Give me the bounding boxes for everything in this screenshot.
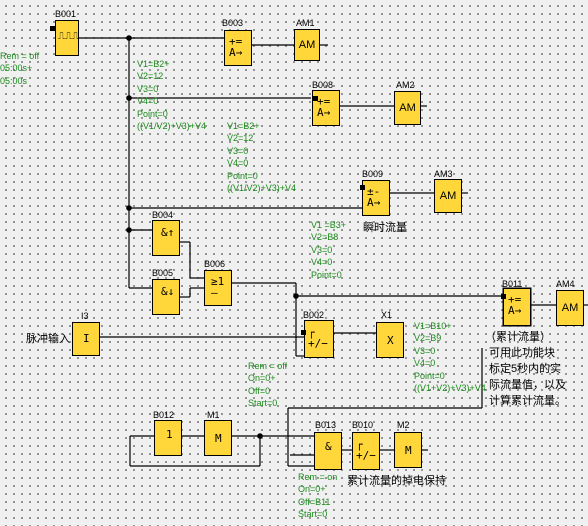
b008-label: B008 bbox=[312, 80, 334, 90]
b002-symbol: ┌ +/− bbox=[308, 326, 328, 350]
b008-params: V1=B2+ V2=12 V3=0 V4=0 Point=0 ((V1/V2)+… bbox=[227, 121, 297, 194]
b010-params: Rem = on On=0+ Off=B11 Start=0 bbox=[298, 472, 338, 520]
b005-symbol: &↓ bbox=[161, 285, 175, 298]
x1-symbol: X bbox=[387, 334, 394, 347]
b013-and-block[interactable]: & bbox=[314, 432, 342, 470]
b012-symbol: 1 bbox=[166, 428, 173, 441]
b003-params: V1=B2+ V2=12 V3=0 V4=0 Point=0 ((V1/V2)+… bbox=[137, 59, 207, 132]
b004-symbol: &↑ bbox=[161, 226, 175, 239]
m1-symbol: M bbox=[215, 432, 222, 445]
b005-label: B005 bbox=[152, 268, 174, 278]
b010-counter-block[interactable]: ┌ +/− bbox=[352, 432, 380, 470]
b002-label: B002 bbox=[303, 310, 325, 320]
m2-marker-block[interactable]: M bbox=[394, 432, 422, 468]
m2-label: M2 bbox=[397, 420, 410, 430]
b010-symbol: ┌ +/− bbox=[356, 438, 376, 462]
b005-edge-and-block[interactable]: &↓ bbox=[152, 279, 180, 315]
am2-output[interactable]: AM bbox=[394, 91, 421, 125]
b001-label: B001 bbox=[55, 9, 77, 19]
b001-params: Rem = off 05:00s+ 05:00s bbox=[0, 51, 40, 86]
am4-output[interactable]: AM bbox=[556, 290, 584, 326]
b006-or-block[interactable]: ≥1 – bbox=[204, 270, 232, 306]
b003-symbol: += A→ bbox=[229, 35, 243, 59]
b003-comparator-block[interactable]: += A→ bbox=[224, 30, 252, 66]
b004-edge-and-block[interactable]: &↑ bbox=[152, 220, 180, 256]
b004-label: B004 bbox=[152, 210, 174, 220]
m1-label: M1 bbox=[207, 410, 220, 420]
b002-counter-block[interactable]: ┌ +/− bbox=[304, 320, 334, 358]
x1-label: X1 bbox=[381, 310, 393, 320]
m2-symbol: M bbox=[405, 444, 412, 457]
b011-comparator-block[interactable]: += A→ bbox=[503, 288, 531, 326]
b009-pin bbox=[360, 185, 365, 190]
am1-output[interactable]: AM bbox=[294, 29, 320, 61]
b011-symbol: += A→ bbox=[508, 293, 522, 317]
b013-label: B013 bbox=[315, 420, 337, 430]
b002-params: Rem = off On=0+ Off=0 Start=0 bbox=[248, 361, 288, 409]
b009-math-block[interactable]: ±- A→ bbox=[362, 180, 390, 216]
b011-label: B011 bbox=[502, 279, 523, 289]
b006-label: B006 bbox=[204, 259, 226, 269]
b002-pin bbox=[301, 330, 306, 335]
cumulative-flow-description: 可用此功能块 标定5秒内的实 际流量值，以及 计算累计流量。 bbox=[489, 347, 566, 407]
am3-label: AM3 bbox=[434, 169, 453, 179]
b008-pin bbox=[313, 96, 318, 101]
b010-label: B010 bbox=[352, 420, 374, 430]
cumulative-flow-title: （累计流量） bbox=[485, 331, 551, 343]
b001-timer-block[interactable]: ⎍⎍⎍ bbox=[55, 20, 79, 56]
i3-input-block[interactable]: I bbox=[72, 322, 100, 356]
x1-open-connector[interactable]: X bbox=[376, 322, 404, 358]
b006-symbol: ≥1 – bbox=[211, 275, 225, 299]
power-loss-hold-note: 累计流量的掉电保持 bbox=[347, 475, 446, 487]
b012-label: B012 bbox=[153, 410, 175, 420]
m1-marker-block[interactable]: M bbox=[204, 420, 232, 456]
pulse-input-note: 脉冲输入 bbox=[26, 333, 70, 345]
b009-params: V1 =B3+ V2=B8 V3=0 V4=0 Point=0 bbox=[311, 220, 347, 280]
b003-label: B003 bbox=[222, 18, 244, 28]
instant-flow-note: 瞬时流量 bbox=[363, 222, 407, 234]
b012-not-block[interactable]: 1 bbox=[154, 420, 182, 456]
b009-symbol: ±- A→ bbox=[367, 185, 381, 209]
i3-symbol: I bbox=[83, 332, 90, 345]
am1-label: AM1 bbox=[296, 18, 315, 28]
b009-label: B009 bbox=[362, 169, 384, 179]
b008-symbol: += A→ bbox=[317, 95, 331, 119]
b011-params: V1=B10+ V2=B9 V3=0 V4=0 Point=0 ((V1+V2)… bbox=[414, 321, 486, 394]
am4-label: AM4 bbox=[556, 279, 575, 289]
b001-pin bbox=[50, 26, 55, 31]
am3-output[interactable]: AM bbox=[434, 179, 462, 213]
b013-symbol: & bbox=[325, 440, 332, 453]
am2-label: AM2 bbox=[396, 80, 415, 90]
b001-symbol: ⎍⎍⎍ bbox=[58, 31, 79, 42]
i3-label: I3 bbox=[81, 311, 89, 321]
b011-pin bbox=[501, 294, 506, 299]
